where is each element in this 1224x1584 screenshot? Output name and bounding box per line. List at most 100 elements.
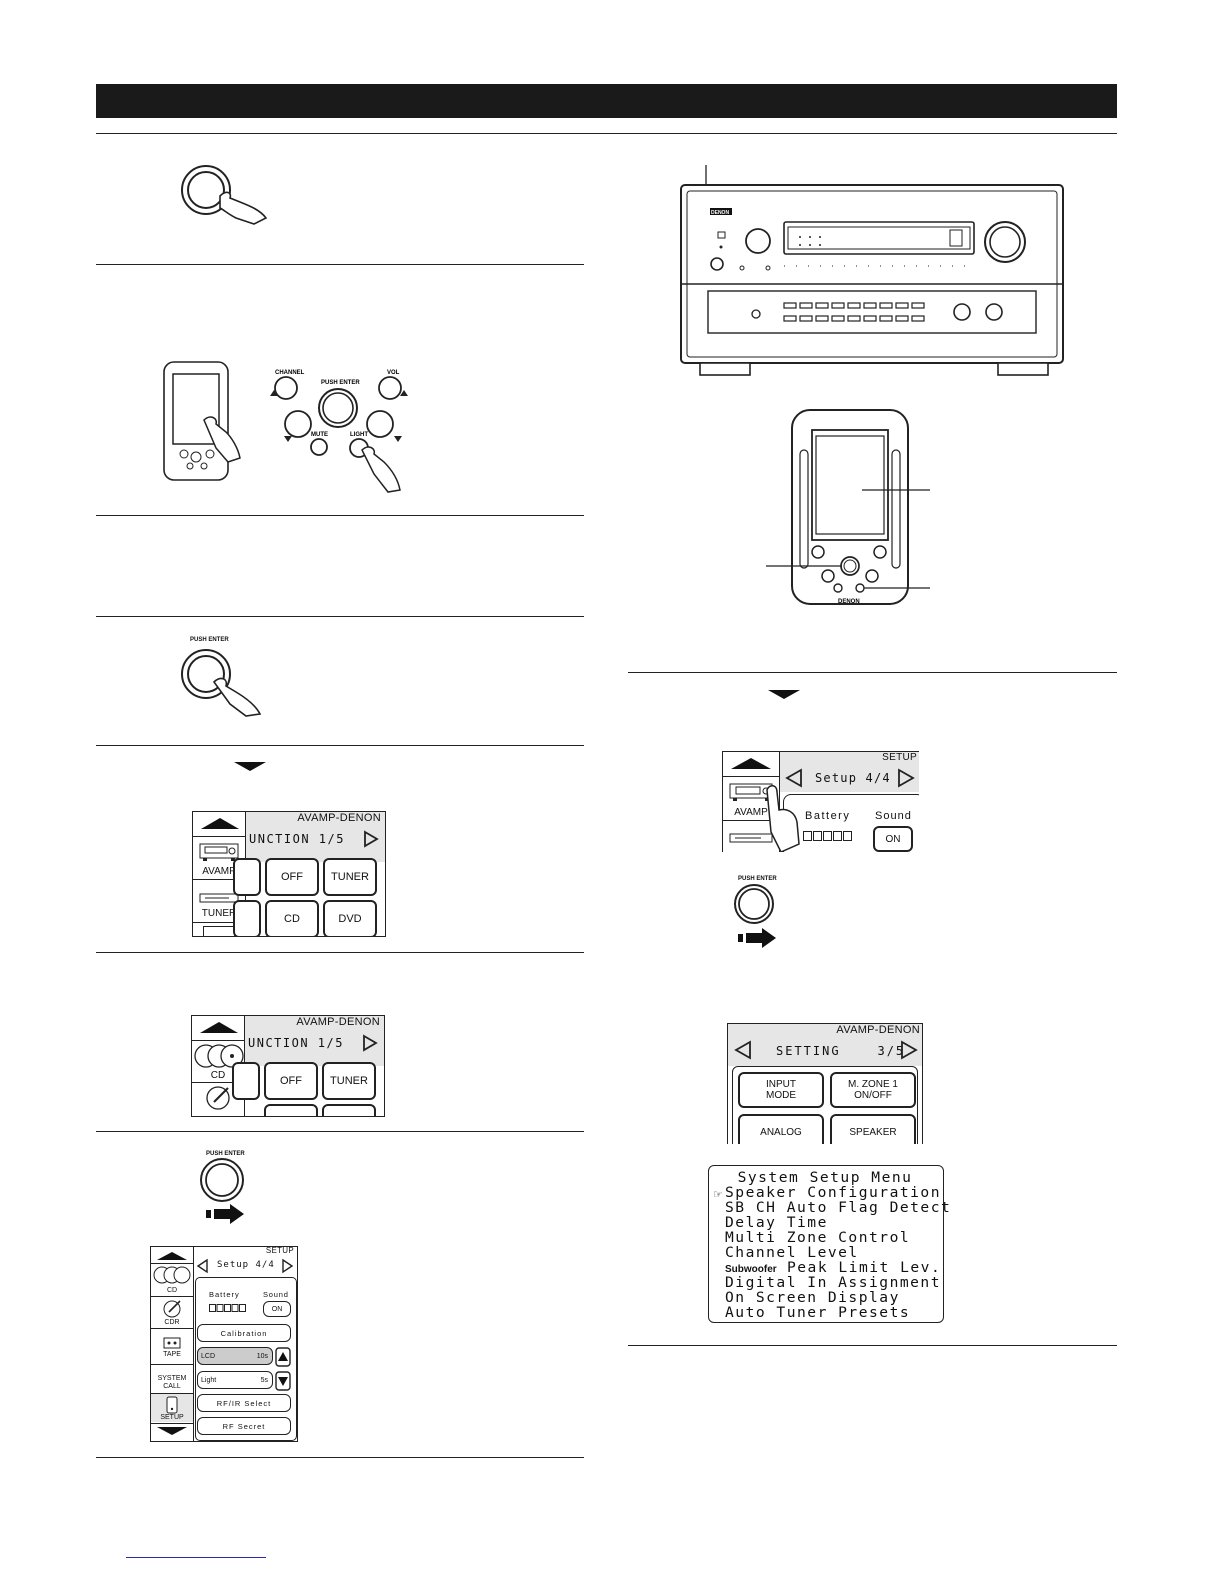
power-button-press-illustration [181,165,268,225]
osd-item-subwoofer-peak[interactable]: Subwoofer Peak Limit Lev. [725,1259,941,1276]
battery-level-icon [803,831,852,841]
lcd-titlebar [779,752,919,792]
up-arrow-icon[interactable] [731,758,771,770]
remote-buttons-cluster-illustration: CHANNEL PUSH ENTER VOL MUTE LIGHT [270,370,408,493]
mute-label: MUTE [311,432,328,438]
step-divider [96,952,584,953]
footer-link-underline[interactable] [126,1557,266,1558]
lcd-screen-setup: SETUP CD CDR TAPE SYSTEM CALL SETUP Setu… [150,1246,298,1442]
hidden-button[interactable] [233,858,261,896]
right-arrow-icon[interactable] [363,830,379,848]
lcd-value: 10s [256,1352,268,1360]
side-item-cd[interactable]: CD [210,1070,226,1081]
side-item-cdr[interactable]: CDR [164,1319,180,1326]
left-arrow-icon[interactable] [734,1040,752,1060]
hidden-button[interactable] [264,1104,318,1116]
m-zone-1-button[interactable]: M. ZONE 1 ON/OFF [830,1072,916,1108]
sound-label: Sound [263,1290,289,1299]
right-arrow-icon[interactable] [281,1258,294,1274]
left-arrow-icon[interactable] [785,768,803,788]
up-arrow-icon[interactable] [157,1252,187,1261]
tape-icon [163,1337,181,1349]
push-enter-label: PUSH ENTER [206,1151,245,1157]
osd-item-sb-ch-auto-flag[interactable]: SB CH Auto Flag Detect [725,1199,952,1216]
osd-item-speaker-configuration[interactable]: Speaker Configuration [725,1184,942,1201]
step-divider [96,745,584,746]
step-divider [96,1131,584,1132]
osd-item-multi-zone[interactable]: Multi Zone Control [725,1229,911,1246]
osd-item-auto-tuner-presets[interactable]: Auto Tuner Presets [725,1304,911,1321]
input-mode-button[interactable]: INPUT MODE [738,1072,824,1108]
rf-secret-button[interactable]: RF Secret [197,1417,291,1435]
increment-up-icon[interactable] [275,1347,291,1367]
analog-button[interactable]: ANALOG [738,1114,824,1144]
decrement-down-icon[interactable] [275,1371,291,1391]
osd-menu-title: System Setup Menu [717,1169,913,1186]
channel-label: CHANNEL [275,370,305,376]
step-divider [96,616,584,617]
light-timeout-field[interactable]: Light 5s [197,1371,273,1389]
push-enter-press-illustration [181,649,262,717]
side-item-avamp[interactable]: AVAMP [202,866,236,877]
lcd-side-menu: CD CDR TAPE SYSTEM CALL SETUP [151,1247,194,1441]
osd-item-delay-time[interactable]: Delay Time [725,1214,828,1231]
speaker-button[interactable]: SPEAKER [830,1114,916,1144]
lcd-screen-heading: UNCTION 1/5 [248,1036,344,1050]
sound-on-button[interactable]: ON [873,826,913,852]
tuner-button[interactable]: TUNER [323,858,377,896]
cdr-disc-icon [206,1086,230,1110]
hidden-button[interactable] [233,900,261,936]
remote-control-large-illustration: DENON [766,409,930,605]
osd-item-on-screen-display[interactable]: On Screen Display [725,1289,900,1306]
push-enter-with-arrow-illustration [734,884,776,948]
peak-limit-label: Peak Limit Lev. [776,1259,942,1276]
right-arrow-icon[interactable] [897,768,915,788]
tuner-button[interactable]: TUNER [322,1062,376,1100]
finger-press-icon [766,785,800,852]
sound-label: Sound [875,810,912,822]
side-item-tape[interactable]: TAPE [163,1351,181,1358]
battery-label: Battery [209,1290,240,1299]
side-item-avamp[interactable]: AVAMP [734,807,768,818]
hidden-button[interactable] [322,1104,376,1116]
right-arrow-icon[interactable] [362,1034,378,1052]
up-arrow-icon[interactable] [200,1022,238,1034]
receiver-brand: DENON [711,210,729,216]
tuner-icon [199,893,239,903]
left-arrow-icon[interactable] [196,1258,209,1274]
right-arrow-icon[interactable] [900,1040,918,1060]
rf-ir-select-button[interactable]: RF/IR Select [197,1394,291,1412]
lcd-titlebar [245,812,385,862]
osd-item-channel-level[interactable]: Channel Level [725,1244,859,1261]
calibration-button[interactable]: Calibration [197,1324,291,1342]
lcd-screen-heading: SETTING 3/5 [776,1044,906,1058]
battery-label: Battery [805,810,851,822]
down-arrow-icon[interactable] [157,1427,187,1436]
lcd-screen-title: SETUP [882,752,917,763]
step-divider [96,1457,584,1458]
step-divider [628,672,1117,673]
side-item-system-call[interactable]: SYSTEM CALL [157,1375,187,1390]
system-setup-menu-osd: System Setup Menu ☞ Speaker Configuratio… [708,1165,950,1323]
cd-button[interactable]: CD [265,900,319,936]
cursor-pointer-icon: ☞ [713,1189,723,1201]
remote-control-small-illustration [163,361,241,481]
lcd-timeout-field[interactable]: LCD 10s [197,1347,273,1365]
off-button[interactable]: OFF [264,1062,318,1100]
lcd-screen-heading: Setup 4/4 [815,771,891,785]
osd-item-digital-in[interactable]: Digital In Assignment [725,1274,942,1291]
av-receiver-front-panel-illustration: DENON [680,165,1064,376]
dvd-button[interactable]: DVD [323,900,377,936]
lcd-titlebar [244,1016,384,1066]
hidden-button[interactable] [232,1062,260,1100]
light-label: LIGHT [350,432,368,438]
up-arrow-icon[interactable] [201,818,239,830]
vol-label: VOL [387,370,400,376]
side-item-setup[interactable]: SETUP [160,1414,184,1421]
sound-on-button[interactable]: ON [263,1301,291,1317]
battery-level-icon [209,1304,246,1312]
off-button[interactable]: OFF [265,858,319,896]
side-item-tuner[interactable]: TUNER [201,908,237,919]
down-arrow-icon [768,690,800,699]
side-item-cd[interactable]: CD [166,1287,178,1294]
